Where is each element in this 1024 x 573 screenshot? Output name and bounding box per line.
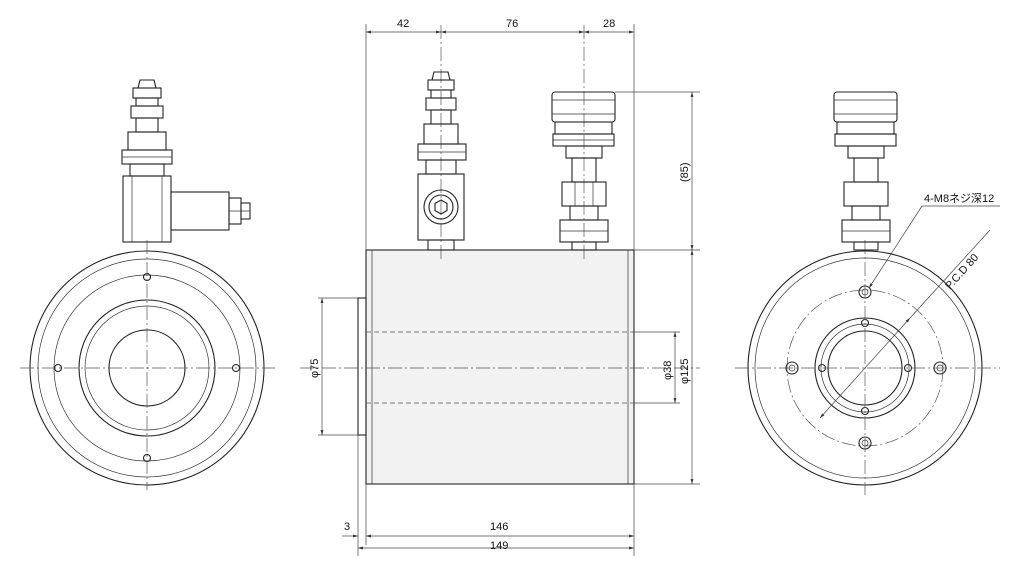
tap-hole-note: 4-M8ネジ深12 bbox=[924, 192, 994, 205]
dim-3: 3 bbox=[344, 521, 350, 533]
dim-phi-38: φ38 bbox=[662, 361, 674, 380]
diameter-125-dimension: φ125 bbox=[634, 250, 700, 485]
left-view bbox=[20, 79, 275, 490]
quick-coupler bbox=[551, 91, 616, 251]
diameter-75-dimension: φ75 bbox=[309, 297, 358, 436]
side-view: 42 76 28 (85) φ75 φ38 φ125 bbox=[300, 18, 700, 556]
coupler-fitting bbox=[121, 79, 251, 243]
dim-phi-125: φ125 bbox=[679, 359, 691, 385]
height-dimension: (85) bbox=[615, 91, 700, 251]
right-view: 4-M8ネジ深12 P.C.D 80 bbox=[735, 91, 1000, 495]
diameter-38-dimension: φ38 bbox=[634, 331, 680, 404]
dim-76: 76 bbox=[506, 18, 518, 30]
bottom-dimensions: 3 146 149 bbox=[342, 435, 635, 556]
dim-42: 42 bbox=[397, 18, 409, 30]
quick-coupler-top bbox=[833, 91, 898, 251]
dim-phi-75: φ75 bbox=[309, 359, 321, 378]
bolt-hole bbox=[231, 363, 241, 373]
dim-28: 28 bbox=[603, 18, 615, 30]
dim-149: 149 bbox=[490, 540, 508, 552]
top-dimensions: 42 76 28 bbox=[365, 18, 635, 250]
dim-85: (85) bbox=[679, 162, 691, 182]
dim-146: 146 bbox=[490, 521, 508, 533]
nipple-fitting bbox=[417, 71, 467, 251]
tap-leader bbox=[868, 205, 923, 289]
pcd-leader bbox=[819, 317, 911, 419]
pcd-note: P.C.D 80 bbox=[943, 252, 981, 292]
